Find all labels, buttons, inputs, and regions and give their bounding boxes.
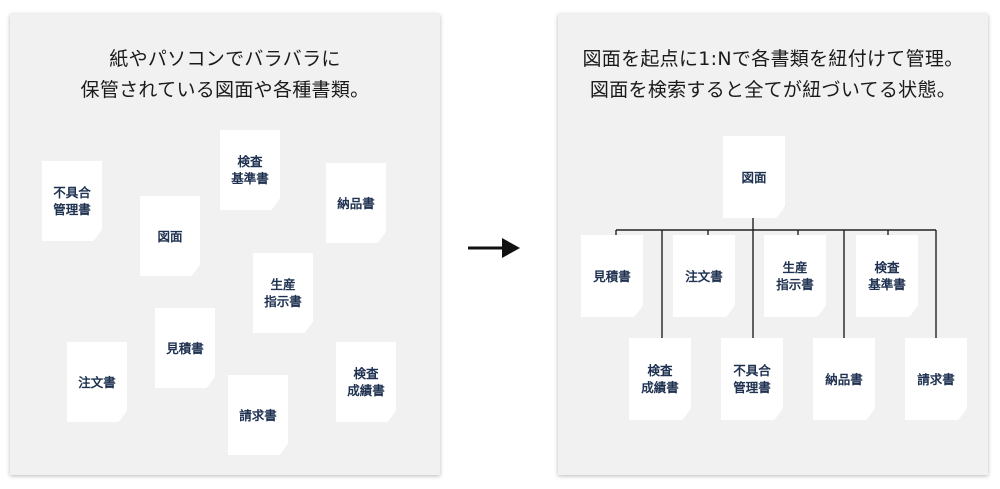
linked-documents-panel: 図面を起点に1:Nで各書類を紐付けて管理。 図面を検索すると全てが紐づいてる状態… (558, 14, 988, 475)
left-caption-line2: 保管されている図面や各種書類。 (80, 79, 370, 101)
tree-root-zumen: 図面 (723, 136, 785, 218)
tree-doc-nouhinsho: 納品書 (813, 338, 875, 420)
doc-chuumonsho: 注文書 (67, 342, 127, 422)
doc-seikyuusho: 請求書 (228, 375, 288, 455)
doc-kensa-seisekisho: 検査 成績書 (336, 342, 396, 422)
doc-fuguai-kanrisho: 不具合 管理書 (42, 161, 102, 241)
doc-seisan-shijisho: 生産 指示書 (253, 253, 313, 333)
right-caption-line2: 図面を検索すると全てが紐づいてる状態。 (589, 79, 957, 101)
doc-kensa-kijunsho: 検査 基準書 (220, 130, 280, 210)
doc-mitsumorisho: 見積書 (155, 308, 215, 388)
right-arrow-icon (468, 238, 520, 258)
right-caption-line1: 図面を起点に1:Nで各書類を紐付けて管理。 (582, 48, 964, 70)
tree-connectors (615, 214, 937, 350)
scattered-documents-panel: 紙やパソコンでバラバラに 保管されている図面や各種書類。 不具合 管理書 検査 … (10, 14, 440, 475)
tree-doc-kensa-seisekisho: 検査 成績書 (629, 338, 691, 420)
tree-doc-seisan-shijisho: 生産 指示書 (764, 235, 826, 317)
tree-doc-kensa-kijunsho: 検査 基準書 (856, 235, 918, 317)
doc-nouhinsho: 納品書 (326, 163, 386, 243)
tree-doc-chuumonsho: 注文書 (673, 235, 735, 317)
tree-doc-fuguai-kanrisho: 不具合 管理書 (721, 338, 783, 420)
left-caption-line1: 紙やパソコンでバラバラに (109, 48, 341, 70)
tree-doc-seikyuusho: 請求書 (905, 338, 967, 420)
tree-doc-mitsumorisho: 見積書 (581, 235, 643, 317)
doc-zumen: 図面 (140, 196, 200, 276)
